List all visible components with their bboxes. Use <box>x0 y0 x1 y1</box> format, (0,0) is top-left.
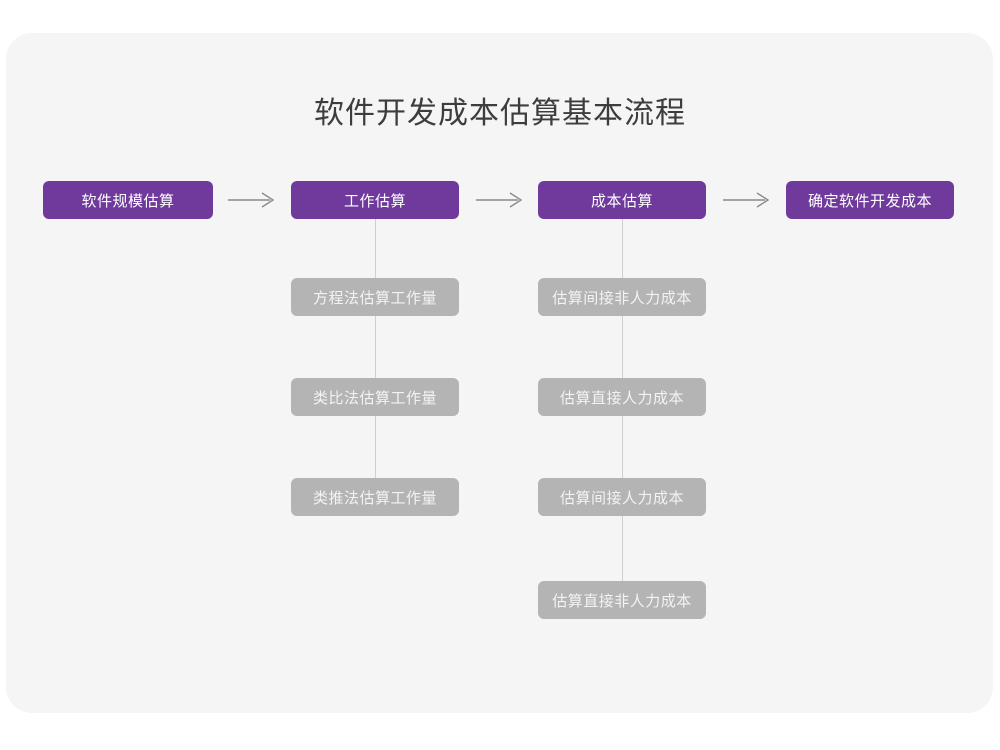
connector-effort-branch <box>375 219 376 516</box>
branch-node-analogous-inference-method-effort[interactable]: 类推法估算工作量 <box>291 478 459 516</box>
flow-arrow-3 <box>723 190 771 210</box>
connector-cost-branch <box>622 219 623 619</box>
diagram-card <box>6 33 993 713</box>
branch-node-indirect-labor-cost[interactable]: 估算间接人力成本 <box>538 478 706 516</box>
page-title: 软件开发成本估算基本流程 <box>314 97 686 130</box>
flow-node-cost-estimation[interactable]: 成本估算 <box>538 181 706 219</box>
branch-node-direct-nonlabor-cost[interactable]: 估算直接非人力成本 <box>538 581 706 619</box>
branch-node-direct-labor-cost[interactable]: 估算直接人力成本 <box>538 378 706 416</box>
branch-node-analogy-method-effort[interactable]: 类比法估算工作量 <box>291 378 459 416</box>
flow-arrow-2 <box>476 190 524 210</box>
flow-node-software-size-estimation[interactable]: 软件规模估算 <box>43 181 213 219</box>
branch-node-indirect-nonlabor-cost[interactable]: 估算间接非人力成本 <box>538 278 706 316</box>
flow-arrow-1 <box>228 190 276 210</box>
flow-node-effort-estimation[interactable]: 工作估算 <box>291 181 459 219</box>
branch-node-equation-method-effort[interactable]: 方程法估算工作量 <box>291 278 459 316</box>
flow-node-determine-development-cost[interactable]: 确定软件开发成本 <box>786 181 954 219</box>
